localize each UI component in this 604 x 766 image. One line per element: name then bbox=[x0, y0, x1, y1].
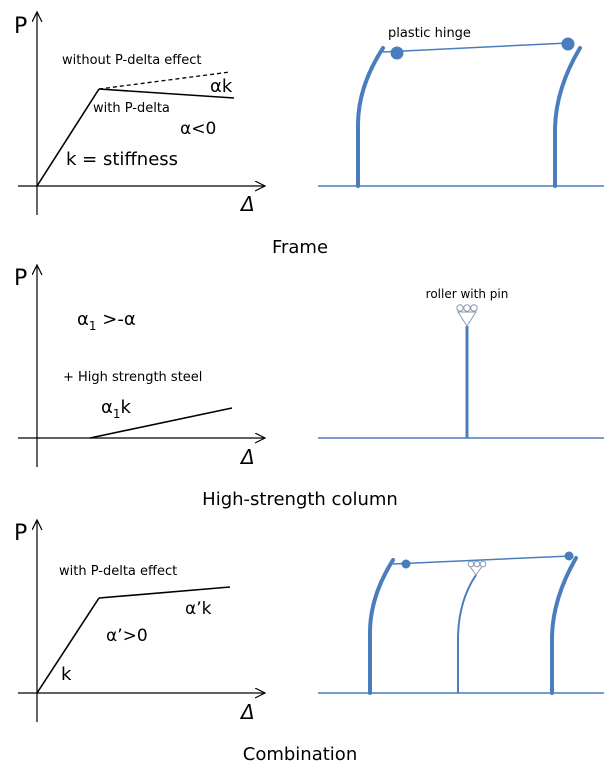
plastic-hinge-right bbox=[564, 551, 574, 561]
caption-combination: Combination bbox=[243, 744, 357, 765]
stiffness-label: k = stiffness bbox=[66, 149, 178, 170]
alpha-condition-label: α1 >-α bbox=[77, 309, 136, 333]
plastic-hinge-left bbox=[401, 559, 411, 569]
high-strength-column bbox=[457, 574, 477, 693]
frame-structure: plastic hinge bbox=[318, 26, 604, 188]
y-axis-label: P bbox=[14, 14, 27, 39]
roller-icon bbox=[470, 304, 478, 312]
right-column bbox=[550, 556, 578, 695]
slope-label: α1k bbox=[101, 397, 132, 421]
without-pdelta-label: without P-delta effect bbox=[62, 53, 202, 68]
post-yield-branch bbox=[98, 586, 231, 599]
x-axis-label: Δ bbox=[239, 445, 255, 469]
high-strength-branch bbox=[89, 407, 233, 439]
y-axis-label: P bbox=[14, 266, 27, 291]
plastic-hinge-label: plastic hinge bbox=[388, 26, 471, 41]
frame-graph: P Δ without P-delta effect with P-delta … bbox=[14, 12, 265, 216]
alpha-label: α’>0 bbox=[106, 626, 148, 646]
elastic-branch bbox=[36, 597, 100, 694]
roller-icon bbox=[463, 304, 471, 312]
right-column bbox=[553, 46, 582, 188]
roller-icon bbox=[479, 560, 487, 568]
caption-frame: Frame bbox=[272, 237, 328, 258]
roller-icon bbox=[473, 560, 481, 568]
roller-icon bbox=[467, 560, 475, 568]
with-pdelta-line bbox=[98, 88, 235, 99]
without-pdelta-line bbox=[98, 71, 231, 90]
pin-support-icon bbox=[457, 311, 477, 327]
beam bbox=[382, 42, 569, 53]
k-label: k bbox=[61, 664, 72, 685]
x-axis-label: Δ bbox=[239, 700, 255, 724]
caption-column: High-strength column bbox=[202, 489, 398, 510]
with-pdelta-label: with P-delta bbox=[93, 101, 170, 116]
elastic-branch bbox=[36, 88, 100, 187]
plastic-hinge-left bbox=[390, 46, 404, 60]
x-axis-label: Δ bbox=[239, 192, 255, 216]
slope-label: αk bbox=[210, 76, 233, 97]
slope-label: α’k bbox=[185, 599, 212, 619]
column-graph: P Δ α1 >-α + High strength steel α1k bbox=[14, 265, 265, 469]
high-strength-steel-label: + High strength steel bbox=[63, 370, 202, 385]
with-pdelta-label: with P-delta effect bbox=[59, 564, 177, 579]
alpha-label: α<0 bbox=[180, 119, 216, 139]
y-axis-label: P bbox=[14, 521, 27, 546]
roller-icon bbox=[456, 304, 464, 312]
combination-structure bbox=[318, 551, 604, 695]
left-column bbox=[367, 558, 395, 695]
plastic-hinge-right bbox=[561, 37, 575, 51]
beam bbox=[392, 555, 571, 565]
column-structure: roller with pin bbox=[318, 287, 604, 439]
left-column bbox=[355, 46, 385, 188]
combination-graph: P Δ with P-delta effect α’k α’>0 k bbox=[14, 520, 265, 724]
roller-label: roller with pin bbox=[426, 287, 509, 301]
